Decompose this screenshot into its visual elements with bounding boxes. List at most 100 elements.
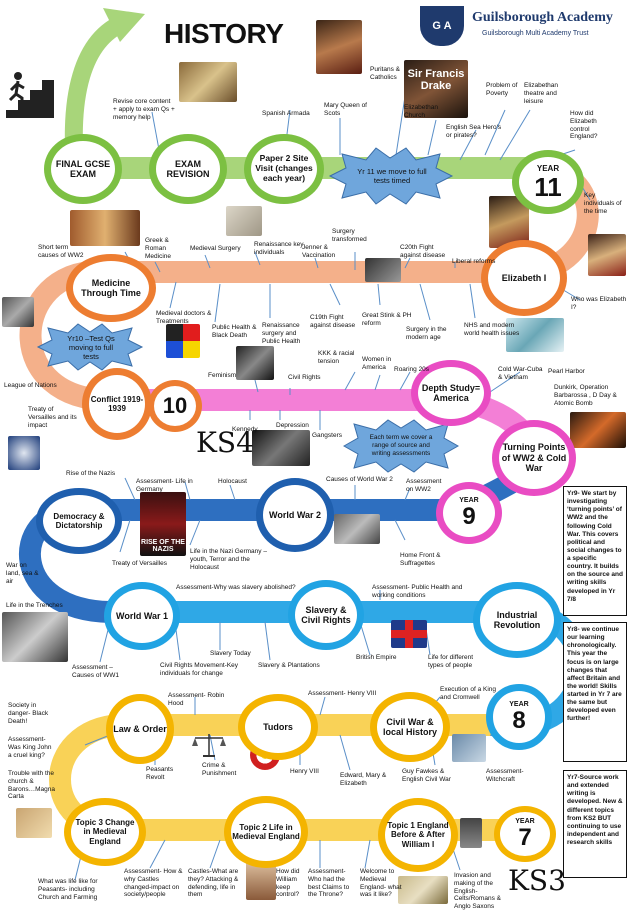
year9-number: 9 [462,503,476,531]
label-modern-surgery: Surgery in the modern age [406,326,447,341]
label-theatre: Elizabethan theatre and leisure [524,82,558,105]
label-british-empire: British Empire [356,654,397,661]
stairs-climber-icon [6,72,54,118]
ks4-label: KS4 [196,426,254,459]
greek-roman-medicine-image [70,210,140,246]
label-life-people: Life for different types of people [428,654,474,669]
yr8-note: Yr8- we continue our learning chronologi… [563,622,627,762]
label-roaring-20s: Roaring 20s [394,366,430,373]
final-gcse-exam-circle: FINAL GCSE EXAM [44,134,122,204]
label-who-eliz: Who was Elizabeth I? [571,296,627,311]
year7-number: 7 [518,824,532,852]
label-assess-henry: Assessment- Henry VIII [308,690,377,697]
label-kkk: KKK & racial tension [318,350,355,365]
civil-rights-photo-image [236,346,274,380]
depth-study-circle: Depth Study= America [411,360,491,426]
academy-header: G A Guilsborough Academy Guilsborough Mu… [420,6,625,46]
civil-war-circle: Civil War & local History [370,692,450,762]
year8-circle: YEAR 8 [486,684,552,750]
atomic-bomb-image [570,412,626,448]
label-what-life: What was life like for Peasants- includi… [38,878,98,901]
drake-caption: Sir Francis Drake [407,68,465,93]
label-peasants-revolt: Peasants Revolt [146,766,174,781]
label-invasion: Invasion and making of the English- Celt… [454,872,501,911]
academy-shield-icon: G A [420,6,464,46]
label-surgery-transformed: Surgery transformed [332,228,367,243]
academy-subtitle: Guilsborough Multi Academy Trust [482,30,589,37]
label-sea-heroes: English Sea Hero's or pirates? [446,124,502,139]
label-eliz-church: Elizabethan Church [404,104,438,119]
label-welcome: Welcome to Medieval England- what was it… [360,868,402,899]
nazis-caption: RISE OF THE NAZIS [141,539,185,553]
label-trenches: Life in the Trenches [6,602,63,609]
label-civil-rights-key: Civil Rights Movement-Key individuals fo… [160,662,239,677]
label-c19: C19th Fight against disease [310,314,356,329]
label-versailles-impact: Treaty of Versailles and its impact [28,406,77,429]
label-short-term-causes: Short term causes of WW2 [38,244,84,259]
year11-circle: YEAR 11 [512,150,584,214]
label-holocaust: Holocaust [218,478,247,485]
medical-symbol-image [166,324,200,358]
anglo-saxon-helmet-image [460,818,482,848]
ks4-star-shape [342,419,460,473]
label-kennedy: Kennedy [232,426,258,433]
label-rise-nazis: Rise of the Nazis [66,470,116,477]
label-key-individuals: Key individuals of the time [584,192,622,215]
year8-label: YEAR [509,700,529,708]
nhs-image [506,318,564,352]
year8-number: 8 [512,707,526,735]
topic3-circle: Topic 3 Change in Medieval England [64,798,146,866]
topic2-circle: Topic 2 Life in Medieval England [224,796,308,868]
topic1-circle: Topic 1 England Before & After William I [378,798,458,872]
turning-points-circle: Turning Points of WW2 & Cold War [492,420,576,496]
tudors-circle: Tudors [238,694,318,760]
label-assess-claims: Assessment- Who had the best Claims to t… [308,868,350,899]
label-slavery-today: Slavery Today [210,650,251,657]
page-title: HISTORY [164,18,284,49]
label-crime-punishment: Crime & Punishment [202,762,237,777]
union-jack-image [391,620,427,648]
ks3-label: KS3 [508,864,566,897]
label-women-america: Women in America [362,356,392,371]
yr11-star-text: Yr 11 we move to full tests timed [357,167,427,185]
academy-name: Guilsborough Academy [472,10,613,25]
league-of-nations-image [2,297,34,327]
ww2-soldiers-image [334,514,380,544]
label-castles: Castles-What are they? Attacking & defen… [188,868,239,899]
sir-francis-drake-image: Sir Francis Drake [404,60,468,118]
label-assess-slavery: Assessment-Why was slavery abolished? [176,584,296,591]
label-feminism: Feminism [208,372,237,379]
yr7-note: Yr7-Source work and extended writing is … [563,770,627,878]
year9-label: YEAR [459,496,479,504]
label-jenner: Jenner & Vaccination [302,244,336,259]
label-assess-john: Assessment- Was King John a cruel king? [8,736,52,759]
label-public-health: Public Health & Black Death [212,324,257,339]
label-league-nations: League of Nations [4,382,57,389]
label-witchcraft: Assessment- Witchcraft [486,768,524,783]
yr11-star-shape [328,147,454,205]
label-medieval-surgery: Medieval Surgery [190,245,241,252]
label-cold-war-cuba: Cold War-Cuba & Vietnam [498,366,543,381]
label-mary-queen: Mary Queen of Scots [324,102,367,117]
year10-circle: 10 [148,380,202,432]
c20-fight-image [365,258,401,282]
label-assess-castles: Assessment- How & why Castles changed-im… [124,868,183,899]
year11-number: 11 [534,171,562,202]
democracy-circle: Democracy & Dictatorship [36,488,122,554]
label-henry-viii: Henry VIII [290,768,319,775]
label-depression: Depression [276,422,309,429]
label-war-land: War on land, sea & air [6,562,39,585]
label-society-danger: Society in danger- Black Death! [8,702,49,725]
label-poverty: Problem of Poverty [486,82,518,97]
label-eliz-control: How did Elizabeth control England? [570,110,598,141]
bayeux-tapestry-image [398,876,448,904]
gangsters-photo-image [252,430,310,466]
label-puritans: Puritans & Catholics [370,66,400,81]
yr10-star-text: Yr10 –Test Qs moving to full tests [67,333,115,361]
ww2-circle: World War 2 [256,478,334,552]
label-slavery-plantations: Slavery & Plantations [258,662,320,669]
conflict-circle: Conflict 1919-1939 [82,368,152,440]
paper2-circle: Paper 2 Site Visit (changes each year) [244,134,324,204]
label-nhs: NHS and modern world health issues [464,322,520,337]
label-renaissance-surgery: Renaissance surgery and Public Health [262,322,301,345]
